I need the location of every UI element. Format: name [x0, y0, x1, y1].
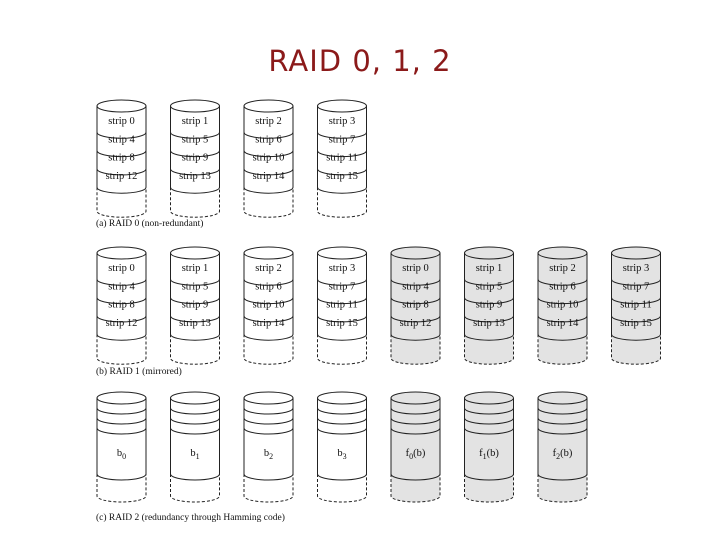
slide-title: RAID 0, 1, 2: [268, 44, 452, 78]
strip-label: strip 10: [253, 153, 285, 164]
strip-label: strip 9: [182, 300, 209, 311]
raid1-disk: strip 1 strip 5 strip 9 strip 13: [464, 246, 514, 365]
raid2-disk: f2(b): [537, 391, 588, 503]
strip-label: strip 6: [549, 281, 576, 292]
strip-label: strip 11: [326, 153, 357, 164]
raid2-disk: b3: [317, 391, 367, 503]
raid1-disk: strip 3 strip 7 strip 11 strip 15: [317, 246, 367, 365]
strip-label: strip 15: [326, 171, 358, 182]
strip-label: strip 4: [402, 281, 429, 292]
disk-label: f0(b): [406, 448, 426, 461]
raid1-disk: strip 0 strip 4 strip 8 strip 12: [390, 246, 441, 365]
strip-label: strip 6: [255, 134, 282, 145]
strip-label: strip 3: [623, 263, 650, 274]
raid0-caption: (a) RAID 0 (non-redundant): [96, 218, 203, 229]
strip-label: strip 11: [620, 300, 651, 311]
strip-label: strip 1: [182, 263, 209, 274]
raid2-disk: b2: [243, 391, 294, 503]
raid1-disk: strip 2 strip 6 strip 10 strip 14: [243, 246, 294, 365]
strip-label: strip 1: [476, 263, 503, 274]
raid1-disk: strip 2 strip 6 strip 10 strip 14: [537, 246, 588, 365]
raid2-disk: b0: [96, 391, 147, 503]
strip-label: strip 12: [106, 318, 138, 329]
raid2-disk: f1(b): [464, 391, 514, 503]
strip-label: strip 11: [326, 300, 357, 311]
strip-label: strip 14: [547, 318, 580, 329]
raid0-disk: strip 3 strip 7 strip 11 strip 15: [317, 99, 367, 218]
strip-label: strip 12: [400, 318, 432, 329]
strip-label: strip 1: [182, 116, 209, 127]
strip-label: strip 8: [402, 300, 429, 311]
strip-label: strip 8: [108, 300, 135, 311]
raid2-caption: (c) RAID 2 (redundancy through Hamming c…: [96, 512, 285, 523]
disk-label: b2: [264, 448, 273, 461]
disk-label: f2(b): [553, 448, 573, 461]
raid1-caption: (b) RAID 1 (mirrored): [96, 366, 182, 377]
strip-label: strip 5: [182, 281, 209, 292]
strip-label: strip 5: [182, 134, 209, 145]
strip-label: strip 15: [326, 318, 358, 329]
strip-label: strip 10: [253, 300, 285, 311]
strip-label: strip 7: [623, 281, 650, 292]
strip-label: strip 13: [473, 318, 505, 329]
strip-label: strip 15: [620, 318, 652, 329]
disk-label: b0: [117, 448, 126, 461]
disk-label: b1: [190, 448, 199, 461]
strip-label: strip 0: [108, 263, 135, 274]
strip-label: strip 0: [108, 116, 135, 127]
strip-label: strip 2: [255, 263, 282, 274]
strip-label: strip 4: [108, 134, 135, 145]
raid0-disk: strip 1 strip 5 strip 9 strip 13: [170, 99, 220, 218]
strip-label: strip 13: [179, 318, 211, 329]
strip-label: strip 14: [253, 171, 286, 182]
strip-label: strip 14: [253, 318, 286, 329]
raid1-disk: strip 0 strip 4 strip 8 strip 12: [96, 246, 147, 365]
strip-label: strip 12: [106, 171, 138, 182]
raid1-disk: strip 3 strip 7 strip 11 strip 15: [611, 246, 661, 365]
strip-label: strip 3: [329, 116, 356, 127]
strip-label: strip 7: [329, 281, 356, 292]
raid2-section: b0 b1 b2 b3 f0(b) f1(b) f2(b): [96, 391, 588, 503]
strip-label: strip 10: [547, 300, 579, 311]
strip-label: strip 3: [329, 263, 356, 274]
strip-label: strip 2: [549, 263, 576, 274]
strip-label: strip 7: [329, 134, 356, 145]
strip-label: strip 0: [402, 263, 429, 274]
strip-label: strip 9: [182, 153, 209, 164]
strip-label: strip 9: [476, 300, 503, 311]
raid0-disk: strip 0 strip 4 strip 8 strip 12: [96, 99, 147, 218]
raid2-disk: b1: [170, 391, 220, 503]
strip-label: strip 6: [255, 281, 282, 292]
raid1-disk: strip 1 strip 5 strip 9 strip 13: [170, 246, 220, 365]
disk-label: f1(b): [479, 448, 499, 461]
strip-label: strip 2: [255, 116, 282, 127]
raid0-disk: strip 2 strip 6 strip 10 strip 14: [243, 99, 294, 218]
strip-label: strip 13: [179, 171, 211, 182]
strip-label: strip 8: [108, 153, 135, 164]
strip-label: strip 5: [476, 281, 503, 292]
strip-label: strip 4: [108, 281, 135, 292]
raid2-disk: f0(b): [390, 391, 441, 503]
disk-label: b3: [337, 448, 346, 461]
